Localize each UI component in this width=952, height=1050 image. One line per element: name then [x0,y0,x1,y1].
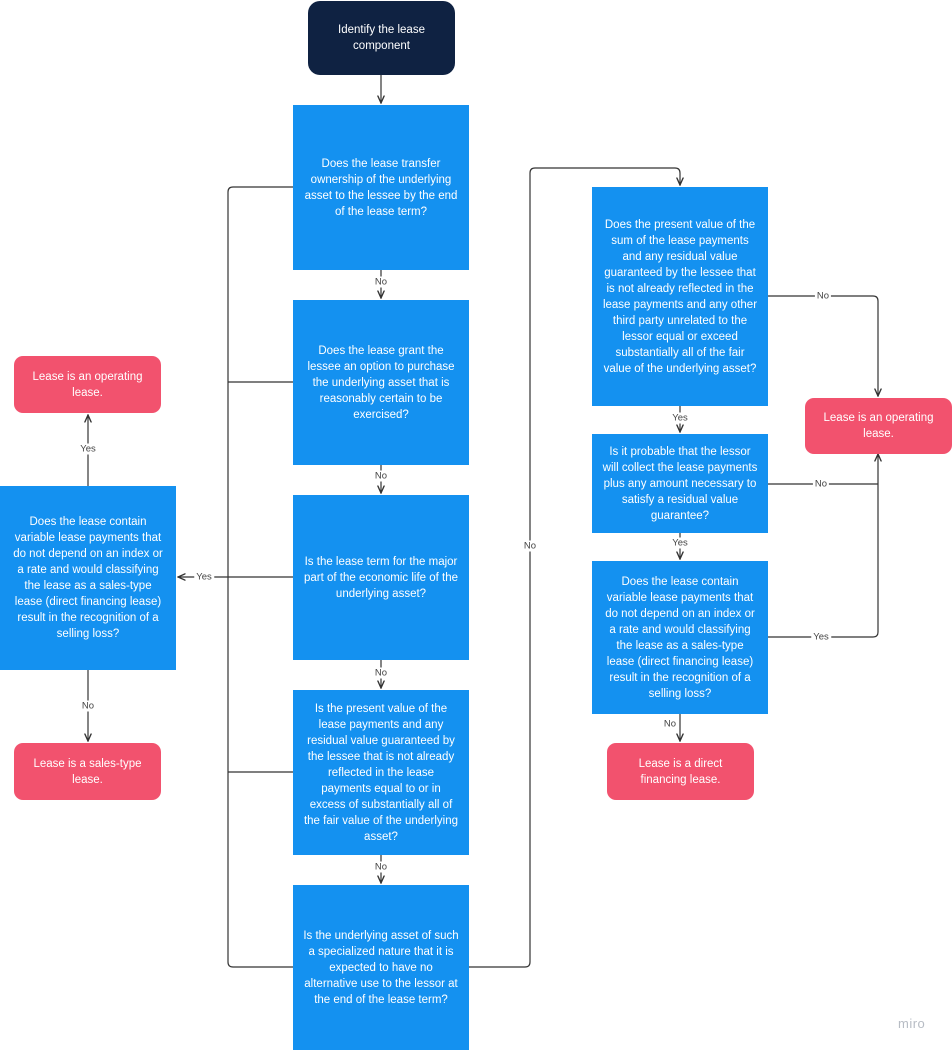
decision-text: Does the lease grant the lessee an optio… [307,344,455,421]
start-text: Identify the lease component [338,24,425,52]
edge-label-rq2-operating: No [812,478,830,490]
decision-right-collectibility: Is it probable that the lessor will coll… [592,434,768,533]
edge-rq1-operating [768,295,878,396]
decision-right-present-value: Does the present value of the sum of the… [592,187,768,406]
start-node: Identify the lease component [308,1,455,75]
decision-purchase-option: Does the lease grant the lessee an optio… [293,300,469,465]
result-text: Lease is an operating lease. [823,412,934,440]
decision-specialized-asset: Is the underlying asset of such a specia… [293,885,469,1050]
edge-label-yes-left: Yes [194,571,214,583]
result-left-operating-lease: Lease is an operating lease. [14,356,161,413]
miro-logo: miro [898,1016,926,1031]
decision-text: Does the lease contain variable lease pa… [13,516,163,640]
edge-q5-right-q1 [469,167,680,968]
decision-text: Is the underlying asset of such a specia… [303,929,459,1006]
decision-right-selling-loss: Does the lease contain variable lease pa… [592,561,768,714]
decision-ownership-transfer: Does the lease transfer ownership of the… [293,105,469,270]
result-text: Lease is a direct financing lease. [638,757,723,786]
decision-lease-term: Is the lease term for the major part of … [293,495,469,660]
result-direct-financing-lease: Lease is a direct financing lease. [607,743,754,800]
edge-label-rq3-operating: Yes [811,631,831,643]
edge-label-q2-q3: No [372,470,390,482]
edge-label-q1-q2: No [372,276,390,288]
edge-label-rq3-df: No [661,718,679,730]
edge-label-q4-q5: No [372,861,390,873]
result-text: Lease is an operating lease. [32,370,143,399]
decision-text: Is the present value of the lease paymen… [303,702,459,843]
edge-label-rq1-rq2: Yes [670,412,690,424]
edge-label-rq2-rq3: Yes [670,537,690,549]
decision-text: Is it probable that the lessor will coll… [602,445,758,522]
decision-text: Is the lease term for the major part of … [303,555,459,600]
decision-text: Does the lease transfer ownership of the… [304,157,458,218]
edge-label-q5-right: No [521,540,539,552]
decision-text: Does the lease contain variable lease pa… [605,575,755,700]
edge-rq3-operating [768,454,878,638]
result-right-operating-lease: Lease is an operating lease. [805,398,952,454]
result-sales-type-lease: Lease is a sales-type lease. [14,743,161,800]
result-text: Lease is a sales-type lease. [33,757,142,786]
decision-present-value: Is the present value of the lease paymen… [293,690,469,855]
edge-label-left-down: No [79,700,97,712]
edge-label-rq1-operating: No [814,290,832,302]
edge-label-q3-q4: No [372,667,390,679]
decision-left-selling-loss: Does the lease contain variable lease pa… [0,486,176,670]
edge-label-left-up: Yes [78,443,98,455]
decision-text: Does the present value of the sum of the… [602,218,758,375]
